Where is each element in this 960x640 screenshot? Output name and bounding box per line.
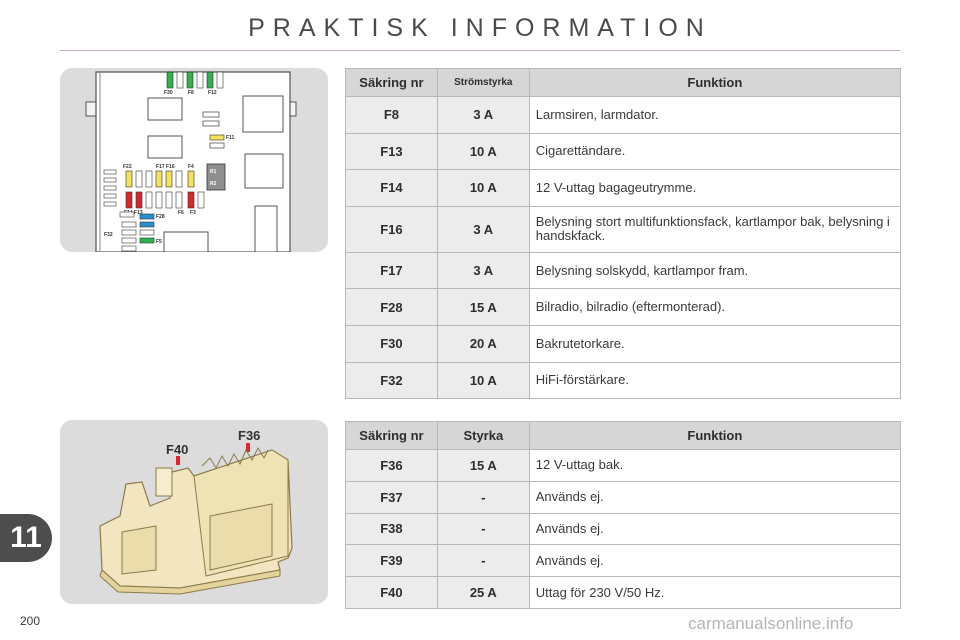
fuse-function: 12 V-uttag bagageutrymme. [528,169,902,207]
fuse-f11 [209,134,225,141]
fuse-code: F17 [345,251,438,290]
fuse-rating: 10 A [436,361,530,400]
column-header-function: Funktion [528,68,902,97]
fuse-slot [206,71,214,89]
fuse-function: Belysning stort multifunktionsfack, kart… [528,205,902,253]
fuse-function: Uttag för 230 V/50 Hz. [528,576,902,609]
fuse-rating: - [436,512,530,546]
fuse-code: F28 [345,288,438,326]
fuse-rating: - [436,480,530,514]
fuse-box-drawing-bottom: F40 F36 [99,428,293,595]
table-row: F38 - Används ej. [345,512,902,546]
fuse-rating: 3 A [436,205,530,253]
table-row: F36 15 A 12 V-uttag bak. [345,449,902,482]
fuse-function: Används ej. [528,544,902,578]
fuse-rating: 3 A [436,96,530,134]
relay-block [206,163,226,191]
watermark: carmanualsonline.info [688,614,854,633]
column-header-fuse: Säkring nr [345,421,438,450]
label-f40: F40 [166,442,188,457]
page-title: PRAKTISK INFORMATION [248,14,712,42]
column-header-rating: Styrka [436,421,530,450]
fuse-rating: 10 A [436,132,530,171]
table-row: F39 - Används ej. [345,544,902,578]
label-f32: F32 [104,232,113,238]
fuse-rating: 25 A [436,576,530,609]
label-f11: F11 [226,135,235,141]
fuse-function: Belysning solskydd, kartlampor fram. [528,251,902,290]
table-row: F14 10 A 12 V-uttag bagageutrymme. [345,169,902,207]
label-f30: F30 [164,90,173,96]
fuse-box-diagram-top: F30 F8 F12 F11 F22 F17 F16 F4 R1 R2 [60,68,328,252]
fuse-f28 [139,213,155,220]
fuse-function: HiFi-förstärkare. [528,361,902,400]
label-f4: F4 [188,164,194,170]
label-f28: F28 [156,214,165,220]
label-f17-f16: F17 F16 [156,164,175,170]
fuse-slot [186,71,194,89]
label-f3: F3 [190,210,196,216]
pointer-f40 [176,456,180,465]
fuse-box-drawing-top: F30 F8 F12 F11 F22 F17 F16 F4 R1 R2 [85,71,297,252]
fuse-function: Används ej. [528,512,902,546]
fuse-code: F16 [345,205,438,253]
fuse-code: F40 [345,576,438,609]
page-number: 200 [20,614,41,628]
table-row: F13 10 A Cigarettändare. [345,132,902,171]
label-f6: F6 [178,210,184,216]
column-header-function: Funktion [528,421,902,450]
fuse-rating: 15 A [436,288,530,326]
fuse-function: Larmsiren, larmdator. [528,96,902,134]
column-header-rating: Strömstyrka [436,68,530,97]
label-r2: R2 [210,181,217,187]
column-header-fuse: Säkring nr [345,68,438,97]
fuse-code: F8 [345,96,438,134]
table-header-row: Säkring nr Strömstyrka Funktion [345,68,902,97]
fuse-function: Används ej. [528,480,902,514]
fuse-code: F39 [345,544,438,578]
fuse-table-2: Säkring nr Styrka Funktion F36 15 A 12 V… [345,421,902,609]
fuse-code: F30 [345,324,438,363]
fuse-code: F14 [345,169,438,207]
fuse-f5 [139,237,155,244]
fuse-rating: 3 A [436,251,530,290]
fuse-code: F32 [345,361,438,400]
fuse-code: F37 [345,480,438,514]
fuse-table-1: Säkring nr Strömstyrka Funktion F8 3 A L… [345,68,902,400]
fuse-function: Bakrutetorkare. [528,324,902,363]
table-row: F40 25 A Uttag för 230 V/50 Hz. [345,576,902,609]
table-row: F30 20 A Bakrutetorkare. [345,324,902,363]
chapter-tab: 11 [0,514,52,562]
title-divider [60,50,900,51]
fuse-function: Cigarettändare. [528,132,902,171]
fuse-function: 12 V-uttag bak. [528,449,902,482]
fuse-f12 [216,71,224,89]
table-row: F17 3 A Belysning solskydd, kartlampor f… [345,251,902,290]
fuse-slot [176,71,184,89]
fuse-f8 [196,71,204,89]
pointer-f36 [246,443,250,452]
fuse-code: F36 [345,449,438,482]
table-row: F37 - Används ej. [345,480,902,514]
table-header-row: Säkring nr Styrka Funktion [345,421,902,450]
label-f8: F8 [188,90,194,96]
fuse-code: F13 [345,132,438,171]
fuse-rating: 10 A [436,169,530,207]
fuse-rating: 20 A [436,324,530,363]
label-r1: R1 [210,169,217,175]
table-row: F16 3 A Belysning stort multifunktionsfa… [345,205,902,253]
fuse-function: Bilradio, bilradio (eftermonterad). [528,288,902,326]
fuse-code: F38 [345,512,438,546]
table-row: F8 3 A Larmsiren, larmdator. [345,96,902,134]
fuse-f30 [166,71,174,89]
table-row: F28 15 A Bilradio, bilradio (eftermonter… [345,288,902,326]
table-row: F32 10 A HiFi-förstärkare. [345,361,902,400]
label-f22: F22 [123,164,132,170]
fuse-rating: - [436,544,530,578]
fuse-box-diagram-bottom: F40 F36 [60,420,328,604]
label-f36: F36 [238,428,260,443]
label-f5: F5 [156,239,162,245]
fuse-rating: 15 A [436,449,530,482]
label-f12: F12 [208,90,217,96]
